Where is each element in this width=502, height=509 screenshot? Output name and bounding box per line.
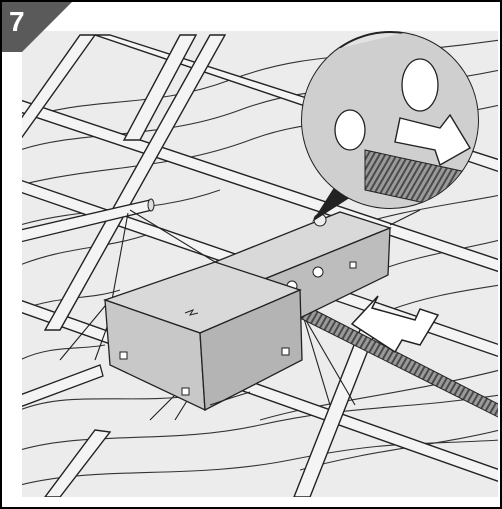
driver-box bbox=[103, 261, 303, 412]
insertion-arrow bbox=[350, 295, 440, 354]
step-number-badge bbox=[2, 2, 72, 52]
support-rod bbox=[22, 198, 155, 407]
cross-members bbox=[22, 34, 378, 497]
ceiling-illustration bbox=[22, 31, 498, 497]
step-number: 7 bbox=[9, 6, 25, 37]
